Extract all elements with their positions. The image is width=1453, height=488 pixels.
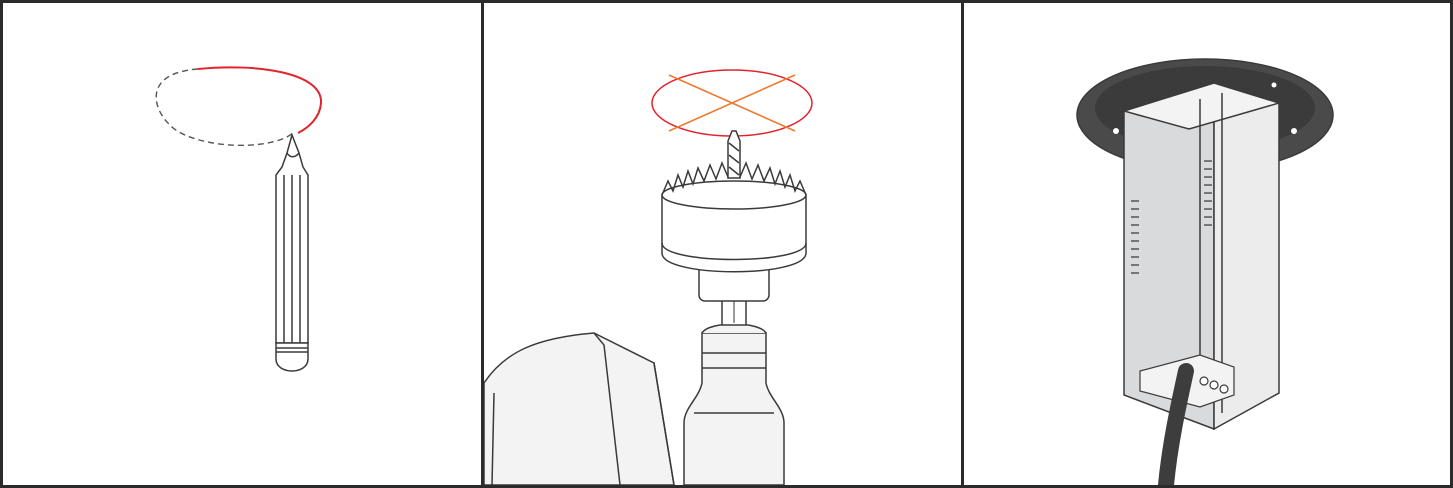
- step-1-panel: [0, 0, 484, 488]
- side-vents-right: [1204, 160, 1212, 226]
- cable: [1158, 363, 1194, 485]
- dashed-circle-guide: [155, 68, 294, 146]
- junction-box-icon: [1121, 81, 1282, 431]
- pilot-drill-bit: [727, 130, 741, 179]
- cross-line-b: [668, 74, 796, 132]
- hole-saw-icon: [661, 158, 807, 273]
- pencil-icon: [275, 132, 309, 372]
- drill-body: [484, 332, 675, 485]
- step-2-illustration: [484, 69, 813, 485]
- red-marked-arc: [197, 66, 323, 134]
- step-3-panel: [961, 0, 1453, 488]
- step-3-illustration: [1076, 58, 1334, 485]
- step-2-panel: [481, 0, 964, 488]
- side-vents-left: [1131, 200, 1139, 274]
- step-1-illustration: [155, 66, 323, 372]
- drill-chuck: [683, 323, 785, 485]
